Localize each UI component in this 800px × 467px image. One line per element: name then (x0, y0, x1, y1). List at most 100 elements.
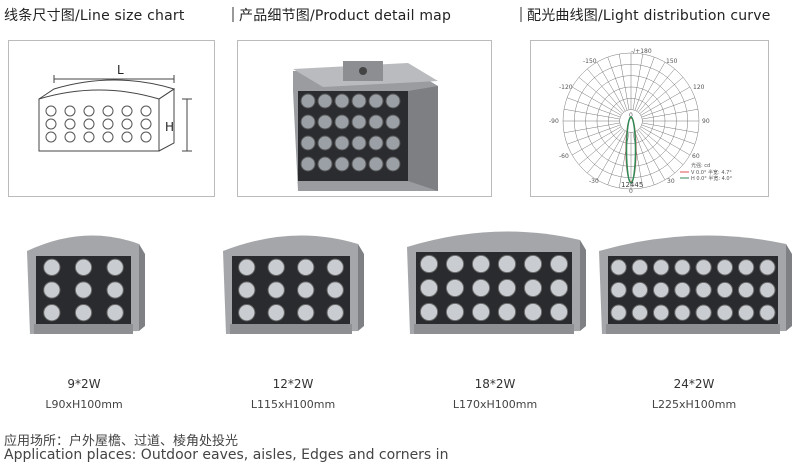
led (334, 135, 350, 151)
led-outline (83, 118, 95, 130)
polar-spoke (642, 122, 699, 134)
legend-v: V 0.0° 半宽: 4.7° (691, 169, 732, 176)
led (631, 281, 649, 299)
led (631, 304, 649, 321)
led (297, 258, 315, 276)
product-size-12x2w: L115xH100mm (250, 398, 336, 411)
housing-side (786, 244, 792, 331)
led (549, 302, 569, 322)
led (759, 304, 776, 321)
polar-spoke (578, 77, 623, 114)
title-text: 线条尺寸图/Line size chart (4, 8, 185, 24)
section-title-product-detail: 产品细节图/Product detail map (232, 5, 451, 25)
product-image-18x2w (407, 231, 586, 334)
led (334, 156, 350, 172)
led (297, 304, 315, 322)
housing-side (139, 244, 145, 331)
led (300, 114, 316, 130)
led (419, 254, 439, 274)
led (652, 281, 670, 299)
product-size-24x2w: L225xH100mm (651, 398, 737, 411)
angle-label: 120 (693, 84, 705, 91)
led (445, 302, 465, 322)
light-distribution-panel: -/+180 -150 150 -120 120 -90 90 -60 60 -… (530, 40, 769, 197)
section-title-line-size: 线条尺寸图/Line size chart (4, 5, 185, 25)
led (326, 281, 344, 299)
led (351, 114, 367, 130)
angle-label: 30 (667, 178, 675, 185)
polar-spoke (634, 57, 655, 111)
led (317, 114, 333, 130)
led (549, 278, 569, 298)
led (238, 304, 256, 322)
polar-spoke (641, 124, 695, 145)
led (610, 304, 627, 321)
led (74, 281, 93, 299)
led-outline (64, 131, 76, 143)
led (300, 135, 316, 151)
led (368, 156, 384, 172)
led (43, 304, 61, 322)
polar-spoke (607, 131, 628, 185)
angle-label: -30 (589, 178, 599, 185)
angle-label: 0 (629, 188, 633, 195)
led-outline (140, 105, 152, 117)
led-outline (45, 118, 57, 130)
product-power-12x2w: 12*2W (272, 377, 314, 391)
led (385, 156, 401, 172)
housing-side (358, 244, 364, 331)
led-panel (416, 252, 572, 324)
led (759, 281, 776, 299)
led (716, 259, 734, 276)
led (368, 135, 384, 151)
led (238, 281, 256, 299)
led (523, 278, 543, 298)
product-detail-image (293, 61, 438, 191)
polar-spoke (639, 128, 684, 165)
product-size-9x2w: L90xH100mm (45, 398, 123, 411)
led (74, 258, 93, 276)
led (317, 156, 333, 172)
led (300, 93, 316, 109)
led (74, 304, 93, 322)
led (549, 254, 569, 274)
led (267, 304, 285, 322)
product-detail-panel (237, 40, 492, 197)
led (368, 114, 384, 130)
bracket (414, 324, 574, 334)
peak-value: 12445 (621, 181, 643, 189)
led (351, 135, 367, 151)
led (652, 304, 670, 321)
led-outline (64, 105, 76, 117)
led (351, 156, 367, 172)
bracket (34, 324, 133, 334)
polar-spoke (571, 86, 622, 116)
led (106, 304, 124, 322)
angle-label: 0 (629, 112, 633, 119)
led (695, 259, 712, 276)
polar-spoke (640, 126, 691, 156)
led (334, 114, 350, 130)
polar-spoke (634, 131, 655, 185)
led-outline (83, 131, 95, 143)
led-outline (121, 131, 133, 143)
polar-spoke (587, 129, 624, 174)
led (716, 304, 734, 321)
angle-label: 150 (666, 58, 678, 65)
led (300, 156, 316, 172)
polar-spoke (636, 130, 666, 181)
led (368, 93, 384, 109)
polar-spoke (618, 53, 630, 110)
angle-label: 90 (702, 118, 710, 125)
led-outline (64, 118, 76, 130)
polar-spoke (638, 68, 675, 113)
led-outline (121, 118, 133, 130)
height-label: H (165, 120, 174, 134)
led (106, 258, 124, 276)
polar-spoke (640, 86, 691, 116)
led (674, 259, 691, 276)
led-outline (102, 118, 114, 130)
led (471, 302, 491, 322)
led (737, 259, 755, 276)
polar-spoke (563, 108, 620, 120)
